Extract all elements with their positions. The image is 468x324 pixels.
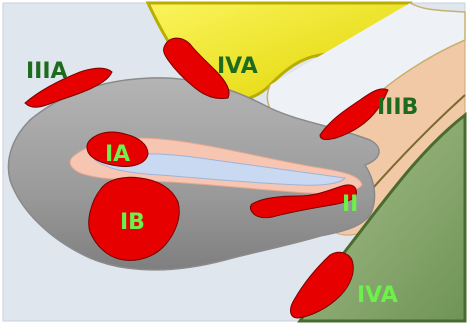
label-IVA-top: IVA xyxy=(217,54,258,79)
label-IB: IB xyxy=(120,210,145,235)
label-IIIA: IIIA xyxy=(26,59,68,84)
label-IIIB: IIIB xyxy=(377,95,418,120)
label-II: II xyxy=(342,192,358,217)
label-IVA-bottom: IVA xyxy=(357,283,398,308)
label-IA: IA xyxy=(105,142,130,167)
